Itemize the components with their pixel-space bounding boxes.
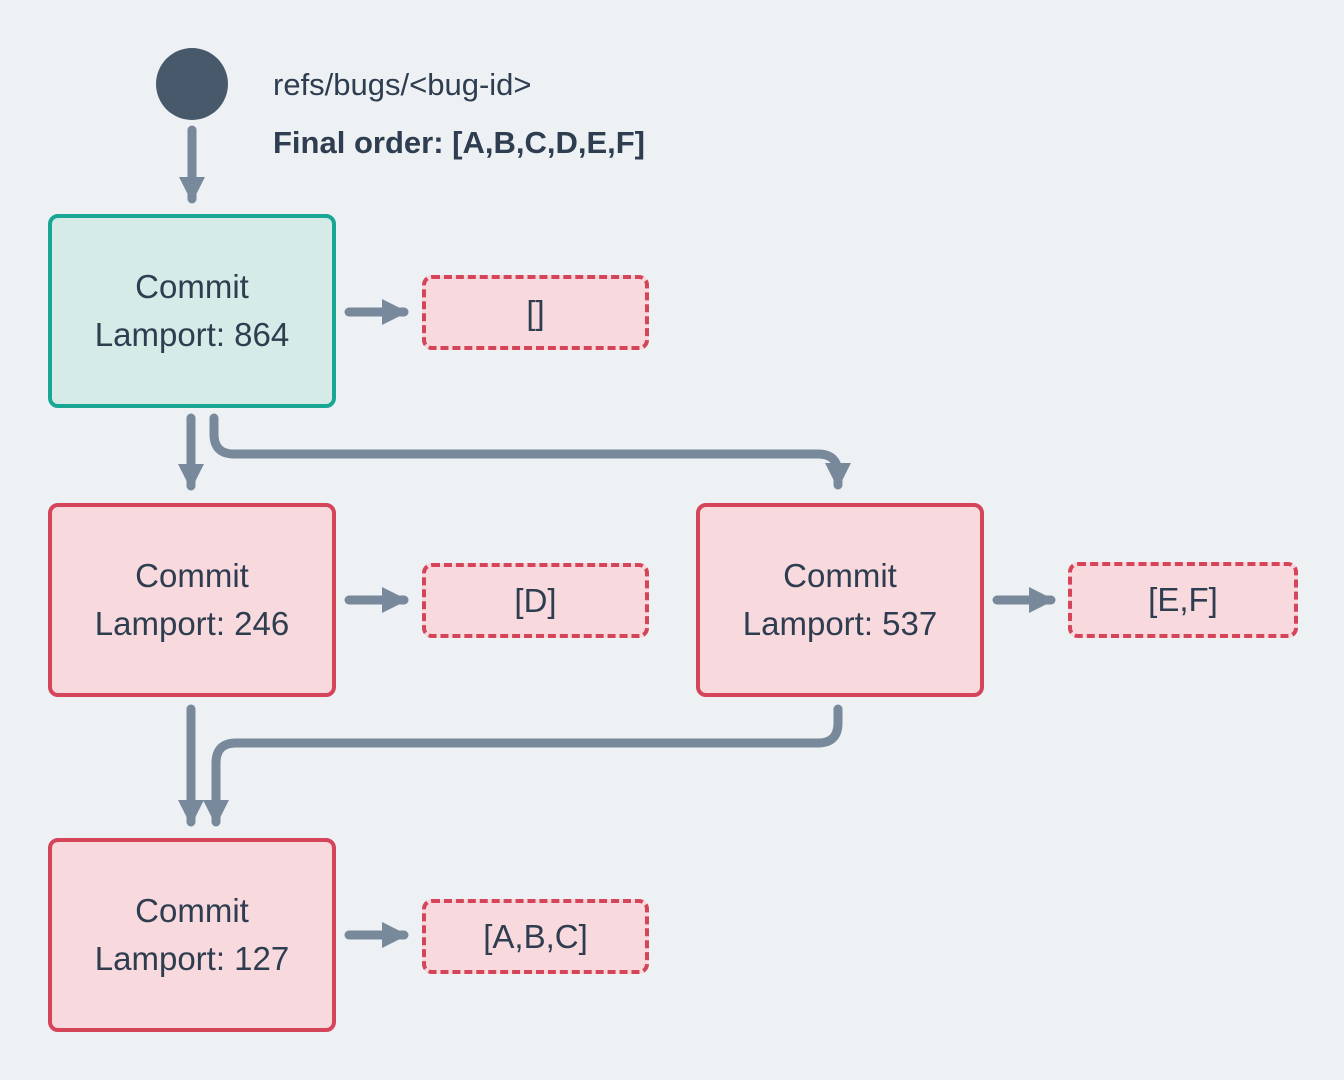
ops-list: []: [526, 293, 545, 331]
commit-title: Commit: [135, 892, 249, 929]
ops-list: [D]: [514, 581, 557, 619]
commit-lamport: Lamport: 537: [742, 605, 938, 642]
ops-box-864: []: [422, 275, 649, 350]
commit-node-246: Commit Lamport: 246: [48, 503, 336, 697]
ops-box-537: [E,F]: [1068, 562, 1298, 638]
commit-title: Commit: [135, 557, 249, 594]
ops-box-246: [D]: [422, 563, 649, 638]
ops-list: [A,B,C]: [483, 917, 588, 955]
commit-lamport: Lamport: 246: [94, 605, 290, 642]
ops-box-127: [A,B,C]: [422, 899, 649, 974]
ops-list: [E,F]: [1148, 581, 1218, 618]
commit-node-127: Commit Lamport: 127: [48, 838, 336, 1032]
commit-lamport: Lamport: 127: [94, 940, 290, 977]
branch-ref-node: [156, 48, 228, 120]
commit-title: Commit: [783, 557, 897, 594]
arrow-commit-537-to-commit-127: [202, 704, 843, 827]
arrow-commit-864-to-commit-537: [209, 413, 852, 490]
branch-ref-label: refs/bugs/<bug-id>: [273, 67, 532, 102]
commit-node-537: Commit Lamport: 537: [696, 503, 984, 697]
commit-title: Commit: [135, 268, 249, 305]
commit-node-864: Commit Lamport: 864: [48, 214, 336, 408]
commit-lamport: Lamport: 864: [94, 316, 290, 353]
final-order-label: Final order: [A,B,C,D,E,F]: [273, 125, 645, 160]
